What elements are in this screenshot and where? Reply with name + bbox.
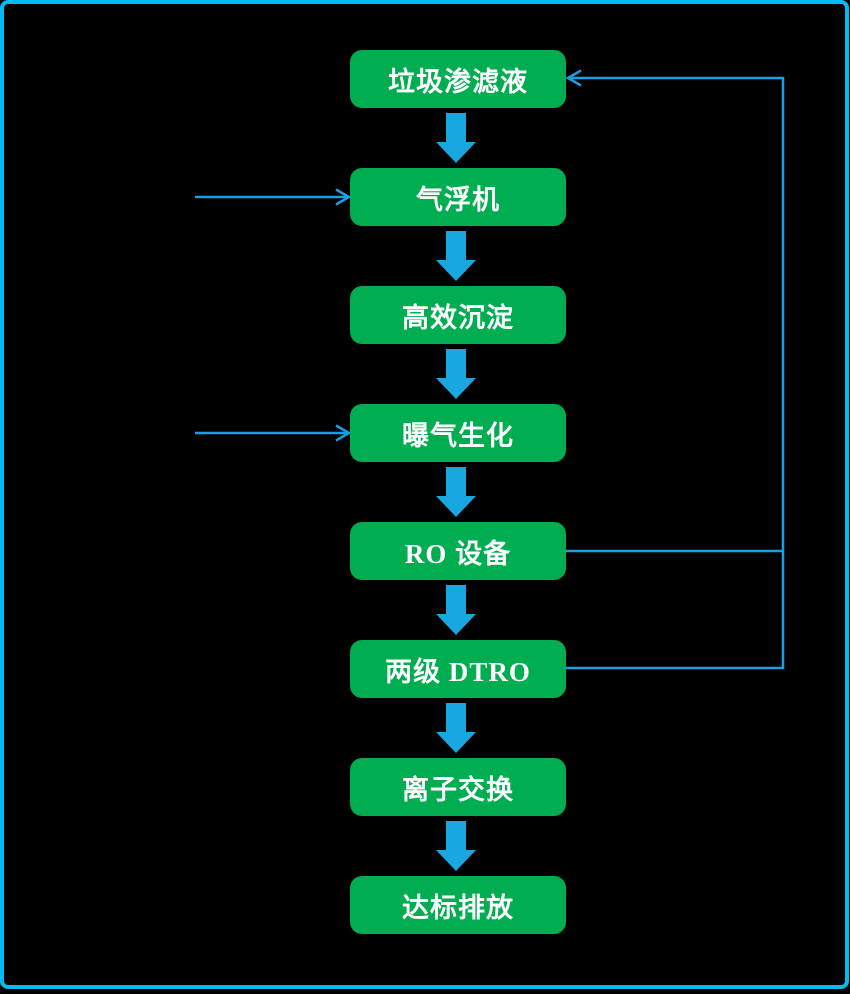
node-label: 两级 DTRO bbox=[385, 656, 531, 687]
node-discharge: 达标排放 bbox=[350, 876, 566, 934]
node-label: RO 设备 bbox=[404, 538, 512, 569]
node-label: 垃圾渗滤液 bbox=[388, 66, 528, 97]
node-landfill-leachate: 垃圾渗滤液 bbox=[350, 50, 566, 108]
down-arrow-5 bbox=[436, 585, 476, 635]
down-arrow-3 bbox=[436, 349, 476, 399]
node-label: 离子交换 bbox=[402, 774, 514, 805]
input-arrow-air-flotation-head bbox=[335, 188, 352, 206]
down-arrow-7 bbox=[436, 821, 476, 871]
node-air-flotation: 气浮机 bbox=[350, 168, 566, 226]
input-arrow-aeration-head bbox=[335, 424, 352, 442]
node-aeration-biochemical: 曝气生化 bbox=[350, 404, 566, 462]
down-arrow-4 bbox=[436, 467, 476, 517]
node-ro-equipment: RO 设备 bbox=[350, 522, 566, 580]
node-two-stage-dtro: 两级 DTRO bbox=[350, 640, 566, 698]
recycle-loop-arrow-head bbox=[565, 69, 582, 87]
down-arrow-1 bbox=[436, 113, 476, 163]
node-high-efficiency-sedimentation: 高效沉淀 bbox=[350, 286, 566, 344]
node-label: 曝气生化 bbox=[402, 420, 514, 451]
down-arrow-6 bbox=[436, 703, 476, 753]
recycle-loop-line bbox=[566, 76, 785, 670]
node-label: 高效沉淀 bbox=[402, 302, 514, 333]
node-ion-exchange: 离子交换 bbox=[350, 758, 566, 816]
node-label: 达标排放 bbox=[402, 892, 514, 923]
down-arrow-2 bbox=[436, 231, 476, 281]
node-label: 气浮机 bbox=[416, 184, 500, 215]
